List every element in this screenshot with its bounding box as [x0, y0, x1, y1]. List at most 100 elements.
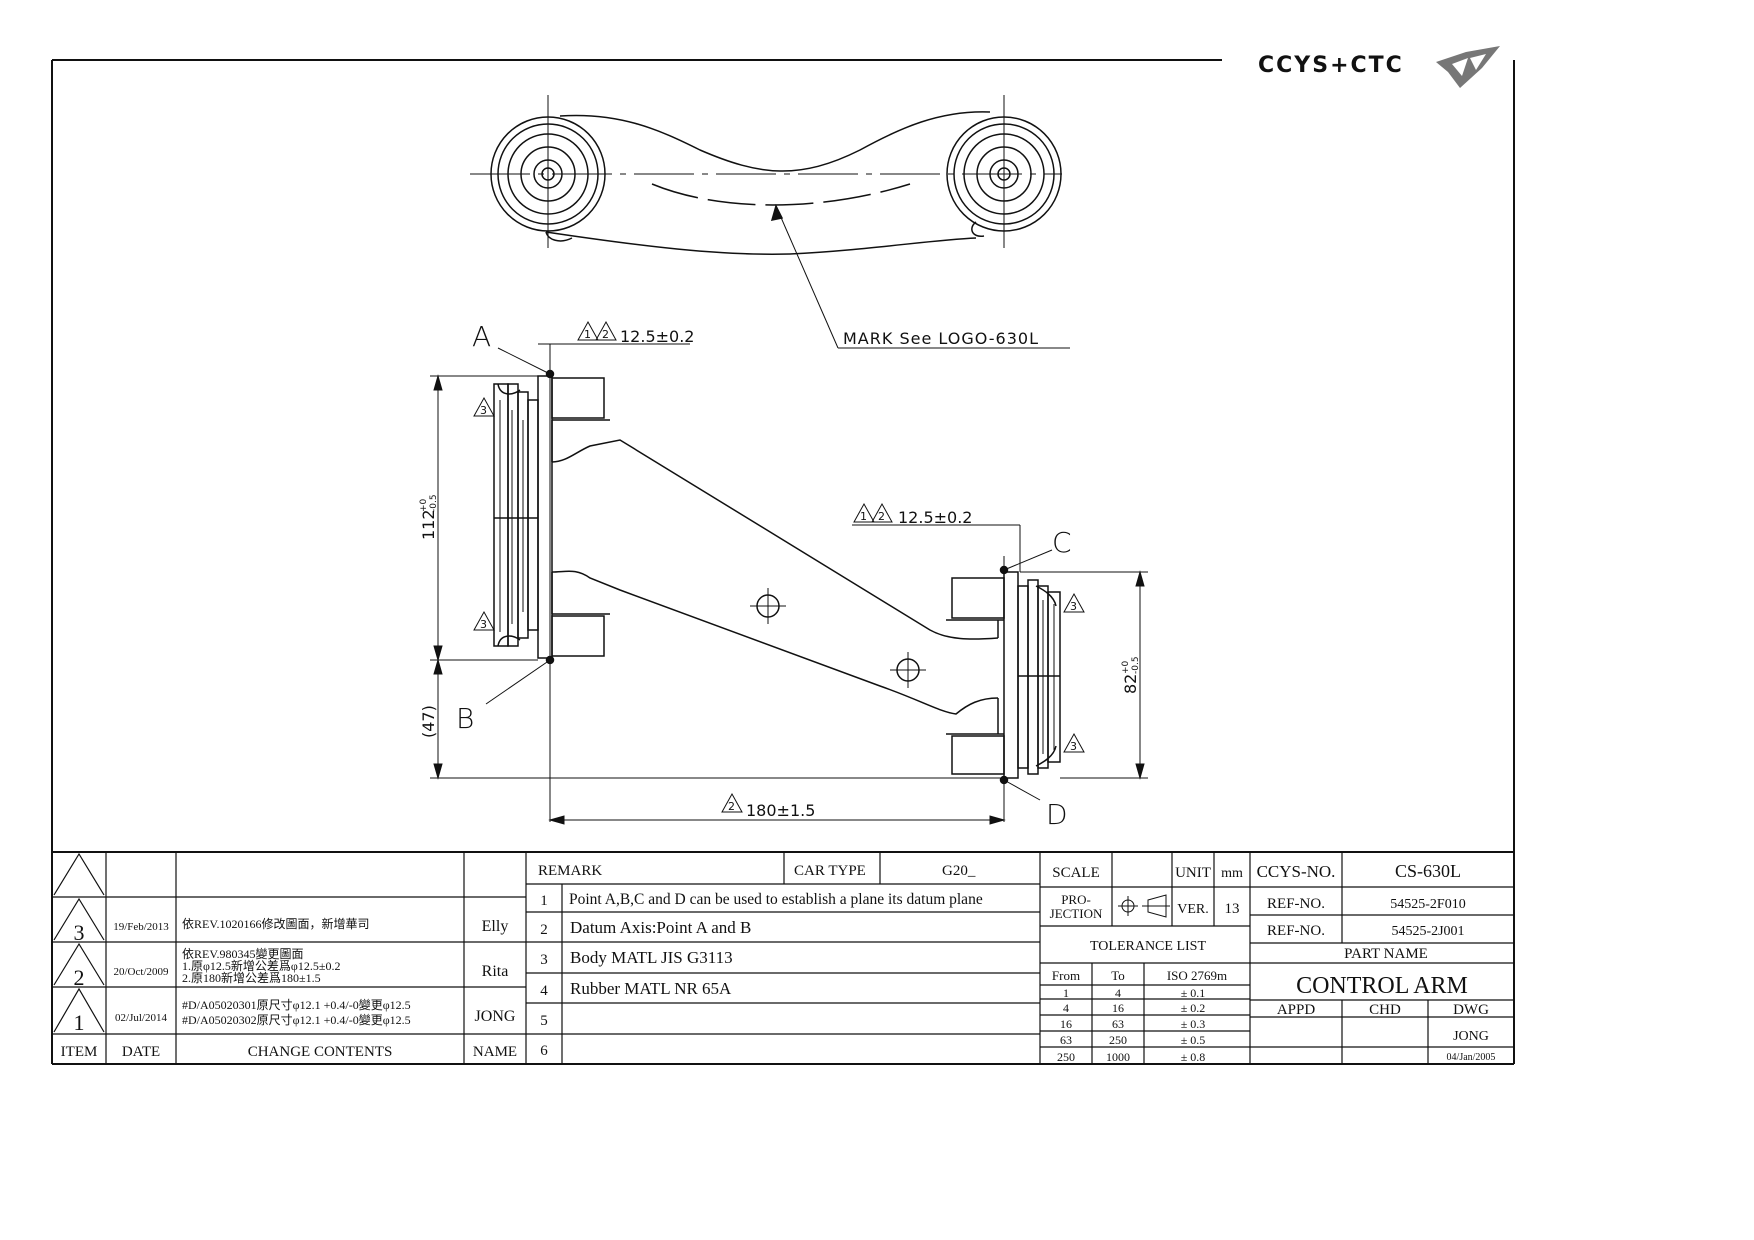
tolerance-title: TOLERANCE LIST — [1090, 939, 1206, 954]
bottom-span: 180±1.5 — [746, 801, 815, 820]
right-height-dim: 82 +0 -0.5 — [1121, 656, 1141, 694]
projection-symbol-icon — [1118, 894, 1170, 918]
remark-no: 6 — [540, 1043, 548, 1059]
tol-to: 1000 — [1106, 1050, 1130, 1064]
remark-text: Datum Axis:Point A and B — [570, 918, 751, 937]
projection-label-2: JECTION — [1050, 906, 1103, 921]
rev-date: 19/Feb/2013 — [113, 921, 169, 933]
drawn-date: 04/Jan/2005 — [1447, 1052, 1496, 1063]
note-a-marker-1: 1 — [584, 328, 591, 341]
ver-label: VER. — [1177, 902, 1209, 917]
spec-block — [1040, 852, 1251, 1064]
weld-marker-1: 3 — [480, 404, 487, 417]
rev-contents-line: 依REV.980345變更圖面 — [182, 946, 303, 961]
remark-no: 1 — [540, 893, 548, 909]
bottom-marker: 2 — [728, 800, 735, 813]
logo-text: CCYS+CTC — [1258, 53, 1404, 78]
ccys-no: CS-630L — [1395, 861, 1461, 881]
tol-to: 250 — [1109, 1033, 1127, 1047]
rev-header-name: NAME — [473, 1044, 517, 1060]
remark-text: Point A,B,C and D can be used to establi… — [569, 891, 983, 908]
rev-name: JONG — [475, 1008, 516, 1025]
weld-marker-3: 3 — [1070, 600, 1077, 613]
weld-marker-4: 3 — [1070, 740, 1077, 753]
tol-value: ± 0.5 — [1181, 1033, 1206, 1047]
remark-no: 2 — [540, 922, 548, 938]
tolerance-row: 1 4 ± 0.1 — [1063, 986, 1205, 1000]
drawn-by: JONG — [1453, 1029, 1489, 1044]
remark-no: 3 — [540, 952, 548, 968]
rev-contents-line: 依REV.1020166修改圖面，新增華司 — [182, 916, 369, 931]
revision-header: ITEM DATE CHANGE CONTENTS NAME — [61, 1044, 517, 1060]
rev-header-item: ITEM — [61, 1044, 98, 1060]
left-lower-ref: (47) — [419, 705, 438, 738]
part-name: CONTROL ARM — [1296, 973, 1468, 999]
rev-item: 1 — [74, 1010, 85, 1035]
rev-contents-line: #D/A05020302原尺寸φ12.1 +0.4/-0變更φ12.5 — [182, 1012, 411, 1027]
left-lower-ref-dim: (47) — [419, 705, 438, 738]
title-block — [1250, 852, 1514, 1064]
rev-name: Elly — [482, 918, 509, 935]
remark-item: 3 Body MATL JIS G3113 — [540, 948, 732, 968]
projection-label-1: PRO- — [1061, 892, 1091, 907]
tolerance-row: 4 16 ± 0.2 — [1063, 1001, 1205, 1015]
note-c-marker-2: 2 — [878, 510, 885, 523]
left-height-tol-upper: +0 — [419, 498, 429, 512]
right-height: 82 — [1121, 674, 1140, 694]
tol-value: ± 0.8 — [1181, 1050, 1206, 1064]
note-c-marker-1: 1 — [860, 510, 867, 523]
remark-no: 5 — [540, 1013, 548, 1029]
ref-no-2: 54525-2J001 — [1391, 924, 1464, 939]
left-height-tol-lower: -0.5 — [429, 494, 439, 512]
remark-no: 4 — [540, 983, 548, 999]
part-name-label: PART NAME — [1344, 946, 1428, 962]
tol-header-to: To — [1111, 968, 1125, 983]
revision-table — [52, 852, 527, 1064]
car-type-value: G20_ — [942, 863, 976, 879]
remark-header: REMARK — [538, 863, 602, 879]
rev-name: Rita — [482, 963, 509, 980]
tolerance-row: 16 63 ± 0.3 — [1060, 1017, 1205, 1031]
tol-from: 1 — [1063, 986, 1069, 1000]
drawing-sheet: CCYS+CTC — [51, 46, 1515, 1065]
tolerance-row: 250 1000 ± 0.8 — [1057, 1050, 1205, 1064]
callout-d: D — [1046, 798, 1068, 831]
chd-label: CHD — [1369, 1002, 1401, 1018]
right-height-tol-lower: -0.5 — [1131, 656, 1141, 674]
brand-logo: CCYS+CTC — [1258, 46, 1500, 88]
left-height: 112 — [419, 509, 438, 540]
rev-header-date: DATE — [122, 1044, 160, 1060]
dimension-lines — [430, 343, 1148, 825]
callout-b: B — [456, 702, 474, 735]
rev-date: 02/Jul/2014 — [115, 1012, 167, 1024]
top-view — [470, 95, 1070, 349]
rev-item: 3 — [74, 920, 85, 945]
rev-contents-line: 2.原180新增公差爲180±1.5 — [182, 970, 321, 985]
right-height-tol-upper: +0 — [1121, 660, 1131, 674]
revision-row-3: 3 19/Feb/2013 依REV.1020166修改圖面，新增華司 Elly — [74, 916, 509, 945]
tol-from: 63 — [1060, 1033, 1072, 1047]
weld-marker-2: 3 — [480, 618, 487, 631]
callout-a: A — [472, 320, 491, 353]
remark-item: 5 — [540, 1013, 548, 1029]
dwg-label: DWG — [1453, 1002, 1489, 1018]
remark-item: 4 Rubber MATL NR 65A — [540, 979, 732, 999]
tol-from: 16 — [1060, 1017, 1072, 1031]
note-a-marker-2: 2 — [602, 328, 609, 341]
rev-header-contents: CHANGE CONTENTS — [248, 1044, 393, 1060]
appd-label: APPD — [1277, 1002, 1316, 1018]
side-view — [485, 347, 1061, 822]
tol-header-from: From — [1052, 968, 1080, 983]
tol-to: 4 — [1115, 986, 1121, 1000]
right-note: 12.5±0.2 — [898, 508, 972, 527]
ref-no-label-1: REF-NO. — [1267, 896, 1325, 912]
tol-value: ± 0.2 — [1181, 1001, 1206, 1015]
revision-row-2: 2 20/Oct/2009 依REV.980345變更圖面 1.原φ12.5新增… — [74, 946, 509, 990]
rev-contents-line: 1.原φ12.5新增公差爲φ12.5±0.2 — [182, 958, 340, 973]
unit-label: UNIT — [1175, 865, 1211, 881]
remark-item: 1 Point A,B,C and D can be used to estab… — [540, 891, 983, 909]
top-left-note: 12.5±0.2 — [620, 327, 694, 346]
ref-no-1: 54525-2F010 — [1390, 897, 1465, 912]
remark-item: 2 Datum Axis:Point A and B — [540, 918, 751, 938]
rev-item: 2 — [74, 965, 85, 990]
